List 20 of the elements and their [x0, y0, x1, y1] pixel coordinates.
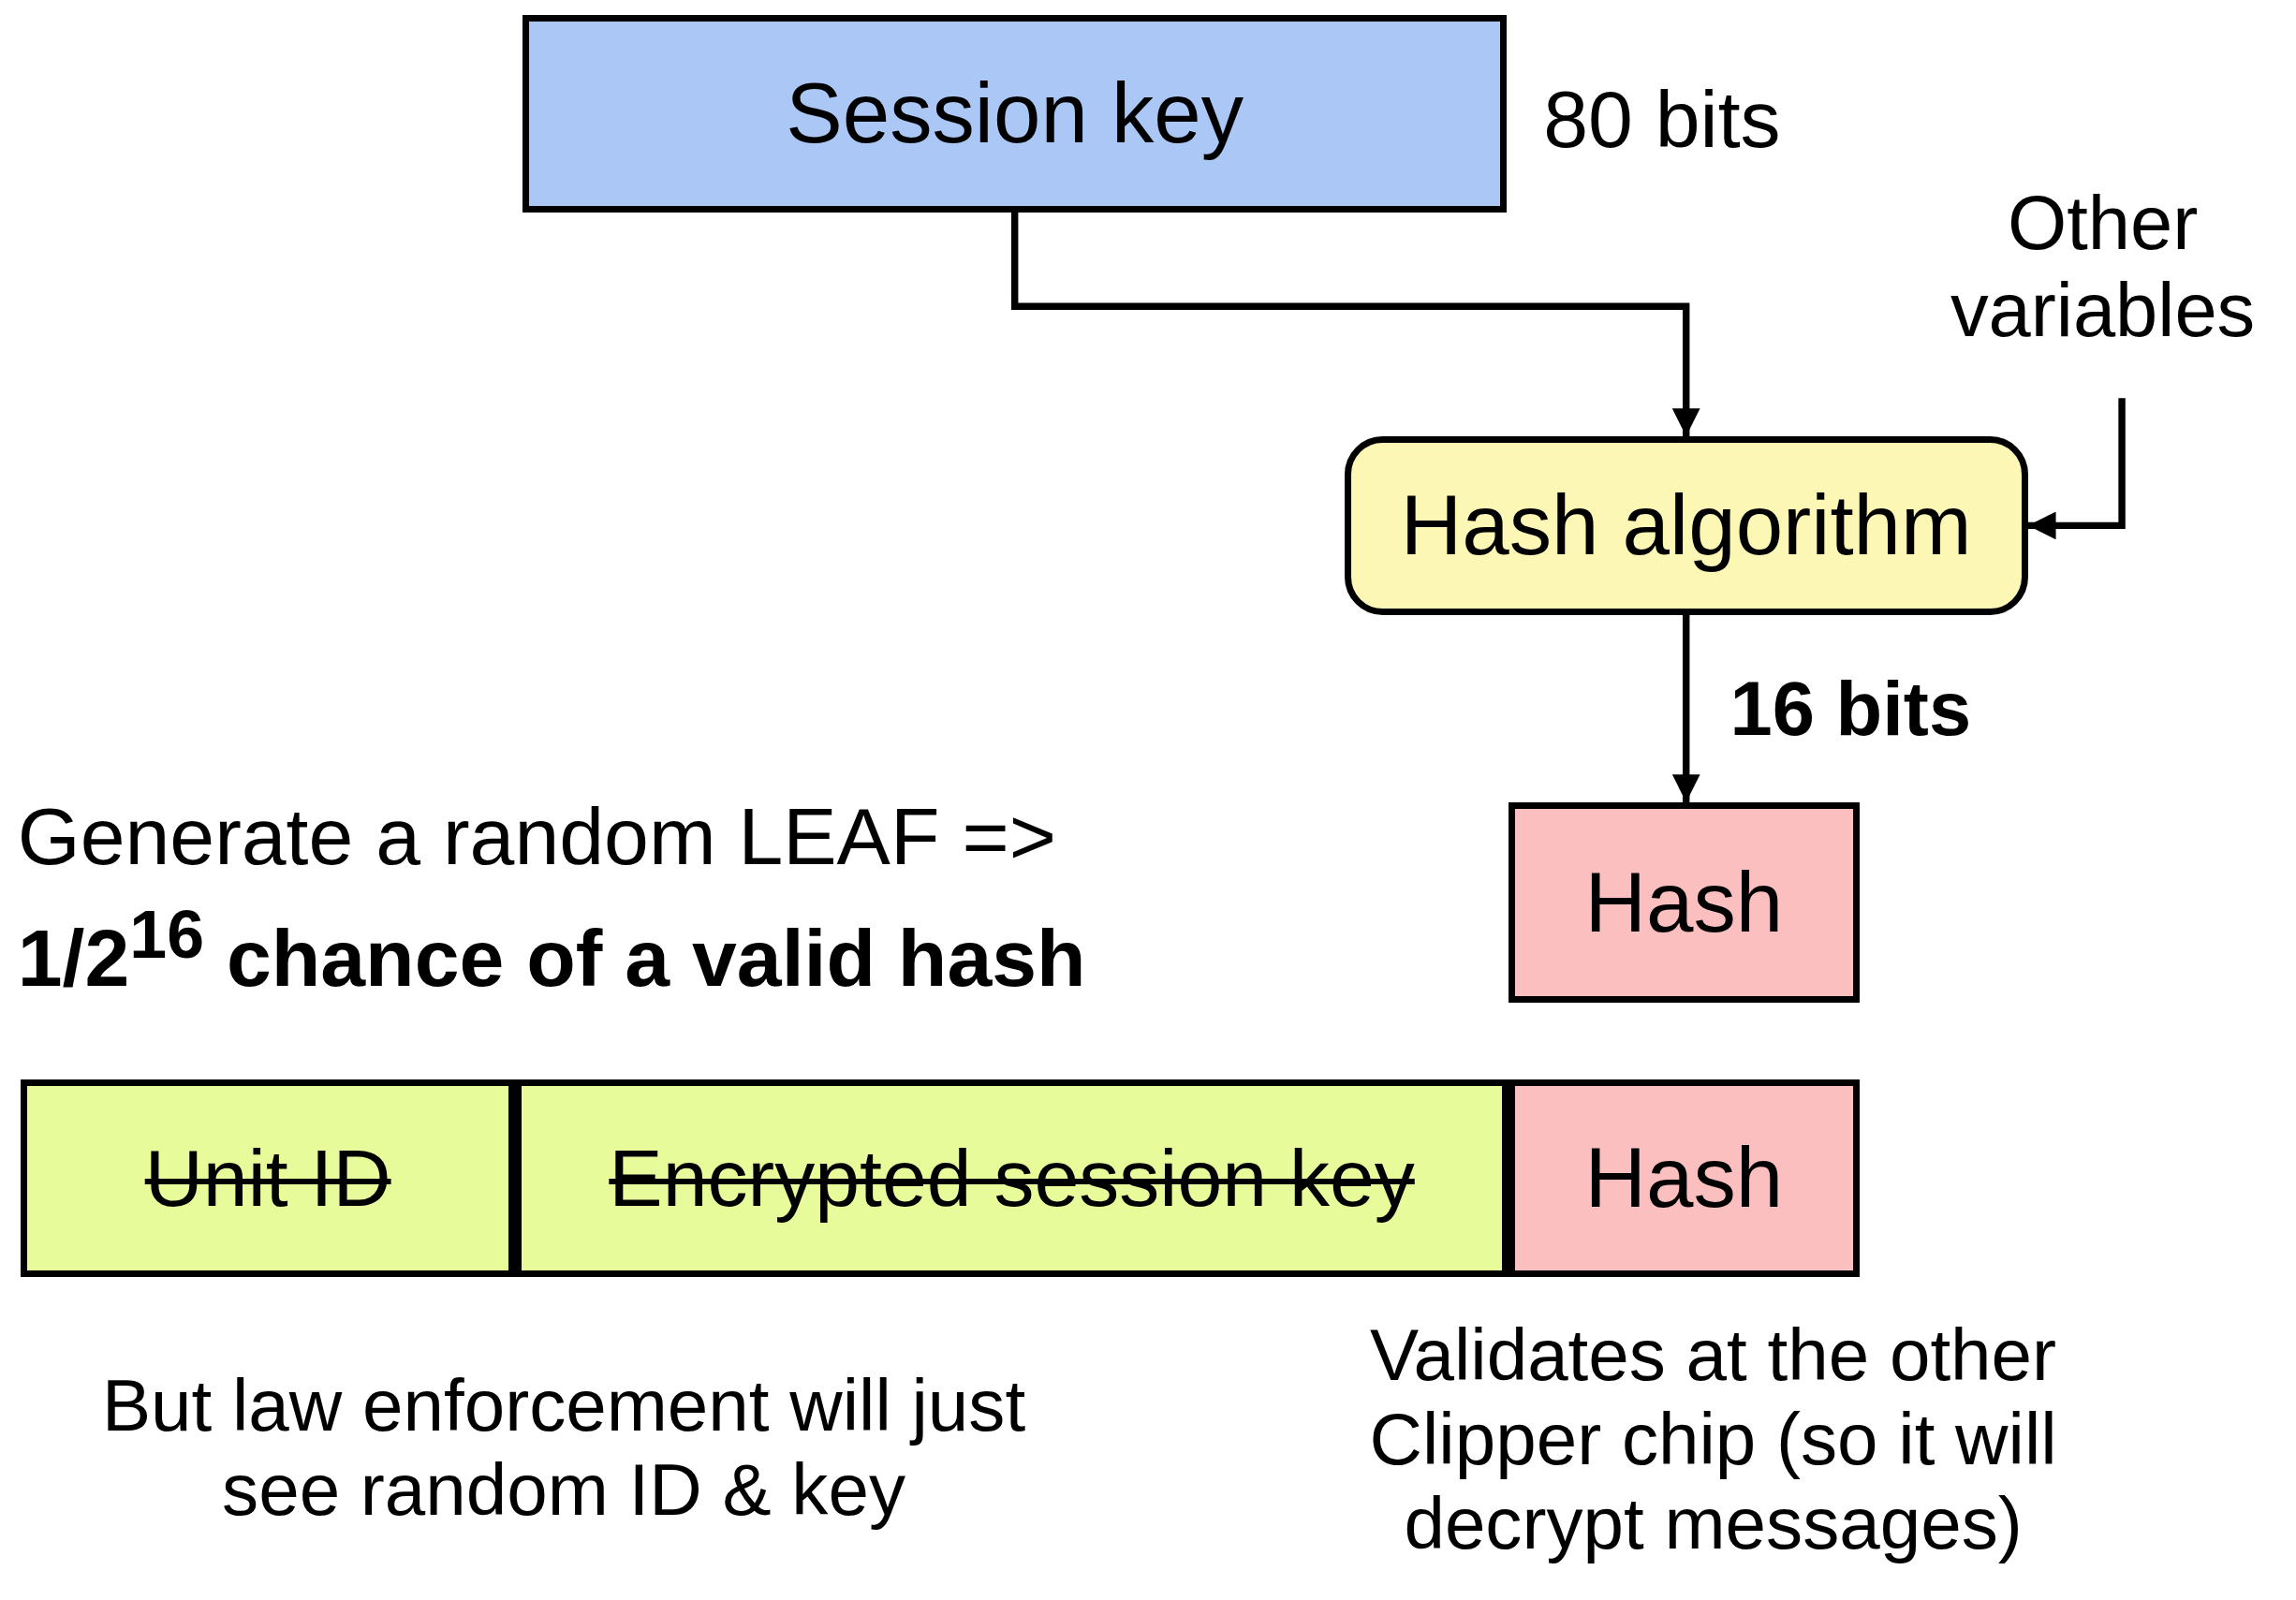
- key-box: [522, 14, 1508, 213]
- box-label: Hash: [1584, 854, 1784, 952]
- field-cell: [1508, 1079, 1860, 1277]
- size-label: 80 bits: [1543, 73, 1781, 167]
- box-label: Hash: [1584, 1129, 1784, 1227]
- note-text: Validates at the other Clipper chip (so it will decrypt messages): [1368, 1313, 2058, 1566]
- arrow: [1011, 212, 1700, 436]
- edge-label: 16 bits: [1729, 664, 1972, 753]
- note-text: But law enforcement will just see random ID & key: [100, 1364, 1027, 1534]
- note-text: Generate a random LEAF =>: [17, 790, 1057, 884]
- process-box: [1344, 436, 2028, 615]
- arrow: [1671, 614, 1700, 802]
- box-label: Session key: [786, 65, 1244, 163]
- field-cell: [20, 1079, 516, 1277]
- box-label: Hash algorithm: [1400, 477, 1972, 575]
- box-label: Encrypted session key: [609, 1131, 1415, 1225]
- input-text: Other variables: [1910, 178, 2295, 354]
- field-cell: [1508, 801, 1860, 1004]
- box-label: Unit ID: [144, 1131, 391, 1225]
- note-text: 1/2$^{16}$ chance of a valid hash: [17, 896, 1087, 1005]
